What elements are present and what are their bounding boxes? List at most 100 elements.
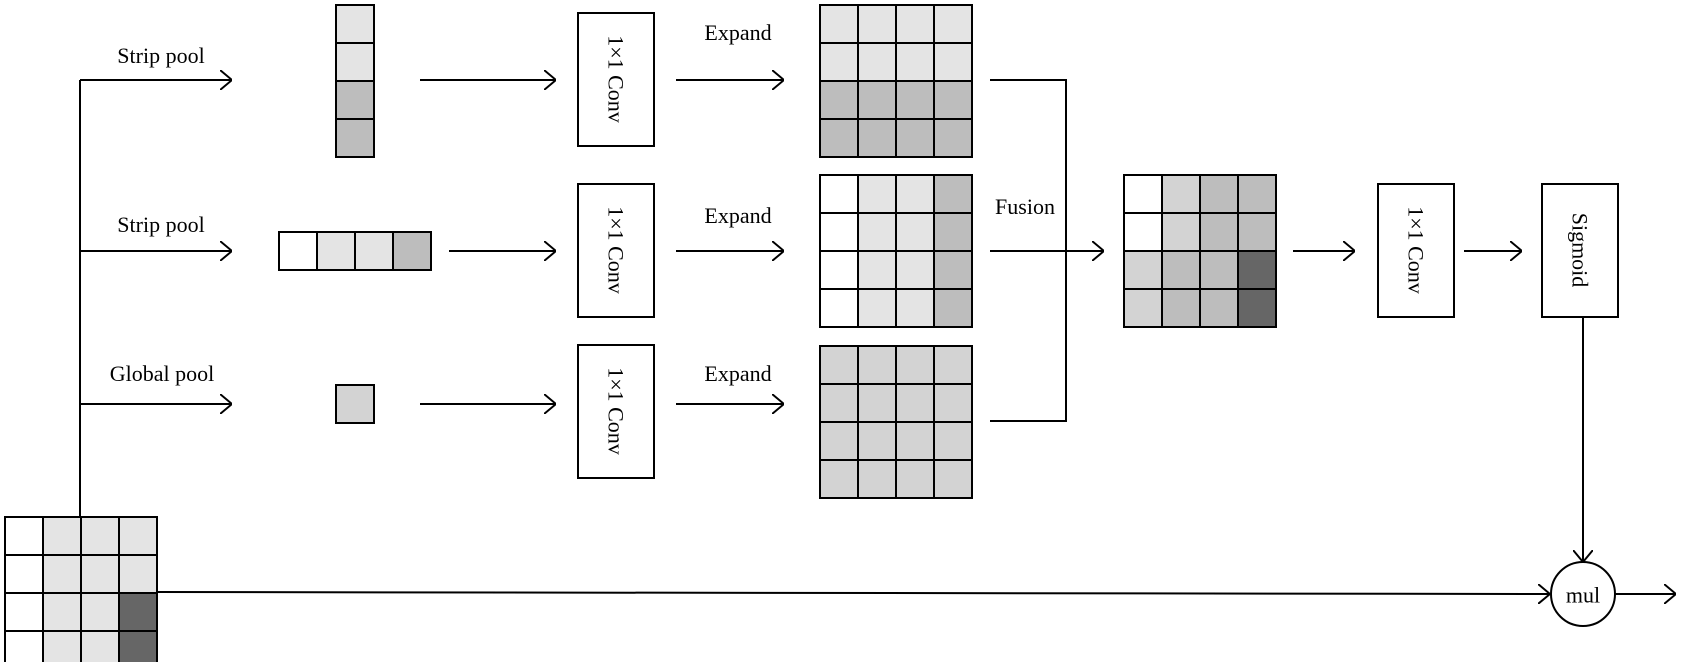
- grid-cell: [4, 554, 44, 594]
- grid-cell: [895, 118, 935, 158]
- conv-box-1: [577, 12, 655, 147]
- conv-label-2: 1×1 Conv: [604, 206, 629, 294]
- expanded-map-3: [819, 345, 973, 499]
- grid-cell: [857, 345, 897, 385]
- grid-cell: [80, 630, 120, 667]
- grid-cell: [895, 4, 935, 44]
- grid-cell: [857, 383, 897, 423]
- grid-cell: [335, 4, 375, 44]
- grid-cell: [933, 421, 973, 461]
- grid-cell: [1161, 250, 1201, 290]
- grid-cell: [1237, 174, 1277, 214]
- fusion-label: Fusion: [995, 194, 1055, 219]
- grid-cell: [1237, 288, 1277, 328]
- grid-cell: [819, 4, 859, 44]
- grid-cell: [933, 459, 973, 499]
- grid-cell: [819, 288, 859, 328]
- grid-cell: [1199, 250, 1239, 290]
- conv-label-4: 1×1 Conv: [1404, 206, 1429, 294]
- grid-cell: [857, 250, 897, 290]
- grid-cell: [819, 118, 859, 158]
- grid-cell: [933, 250, 973, 290]
- vertical-strip-pool-output: [335, 4, 375, 158]
- grid-cell: [1161, 288, 1201, 328]
- sigmoid-label: Sigmoid: [1568, 213, 1593, 288]
- grid-cell: [933, 212, 973, 252]
- conv-label-3: 1×1 Conv: [604, 367, 629, 455]
- grid-cell: [335, 118, 375, 158]
- fused-feature-map: [1123, 174, 1277, 328]
- grid-cell: [335, 42, 375, 82]
- grid-cell: [819, 421, 859, 461]
- global-pool-output: [335, 384, 375, 424]
- grid-cell: [819, 80, 859, 120]
- global-pool-label: Global pool: [110, 361, 215, 386]
- sigmoid-box: [1541, 183, 1619, 318]
- grid-cell: [4, 516, 44, 556]
- expand-label-1: Expand: [704, 20, 771, 45]
- grid-cell: [4, 592, 44, 632]
- grid-cell: [4, 630, 44, 667]
- strip-pool-label-2: Strip pool: [117, 212, 204, 237]
- grid-cell: [1161, 212, 1201, 252]
- grid-cell: [80, 592, 120, 632]
- grid-cell: [933, 42, 973, 82]
- conv-box-4: [1377, 183, 1455, 318]
- grid-cell: [857, 42, 897, 82]
- input-feature-map: [4, 516, 158, 667]
- grid-cell: [42, 592, 82, 632]
- grid-cell: [118, 554, 158, 594]
- grid-cell: [819, 212, 859, 252]
- grid-cell: [857, 118, 897, 158]
- grid-cell: [1237, 250, 1277, 290]
- grid-cell: [933, 4, 973, 44]
- grid-cell: [118, 630, 158, 667]
- grid-cell: [895, 212, 935, 252]
- strip-pool-label-1: Strip pool: [117, 43, 204, 68]
- grid-cell: [933, 345, 973, 385]
- grid-cell: [895, 42, 935, 82]
- grid-cell: [895, 459, 935, 499]
- grid-cell: [1161, 174, 1201, 214]
- grid-cell: [933, 174, 973, 214]
- grid-cell: [1199, 174, 1239, 214]
- grid-cell: [895, 421, 935, 461]
- grid-cell: [933, 80, 973, 120]
- grid-cell: [819, 345, 859, 385]
- grid-cell: [278, 231, 318, 271]
- expanded-map-1: [819, 4, 973, 158]
- horizontal-strip-pool-output: [278, 231, 432, 271]
- grid-cell: [1123, 212, 1163, 252]
- grid-cell: [42, 554, 82, 594]
- grid-cell: [392, 231, 432, 271]
- grid-cell: [857, 174, 897, 214]
- grid-cell: [933, 118, 973, 158]
- grid-cell: [895, 80, 935, 120]
- grid-cell: [895, 174, 935, 214]
- grid-cell: [118, 592, 158, 632]
- conv-box-2: [577, 183, 655, 318]
- grid-cell: [1123, 174, 1163, 214]
- expanded-map-2: [819, 174, 973, 328]
- grid-cell: [335, 384, 375, 424]
- skip-connection-arrow: [156, 592, 1550, 594]
- grid-cell: [857, 288, 897, 328]
- grid-cell: [80, 516, 120, 556]
- grid-cell: [895, 345, 935, 385]
- grid-cell: [857, 212, 897, 252]
- grid-cell: [819, 42, 859, 82]
- grid-cell: [819, 250, 859, 290]
- grid-cell: [857, 4, 897, 44]
- grid-cell: [819, 459, 859, 499]
- grid-cell: [80, 554, 120, 594]
- conv-box-3: [577, 344, 655, 479]
- grid-cell: [819, 383, 859, 423]
- mul-label: mul: [1566, 583, 1600, 608]
- conv-label-1: 1×1 Conv: [604, 35, 629, 123]
- grid-cell: [316, 231, 356, 271]
- grid-cell: [895, 250, 935, 290]
- grid-cell: [895, 288, 935, 328]
- grid-cell: [1123, 288, 1163, 328]
